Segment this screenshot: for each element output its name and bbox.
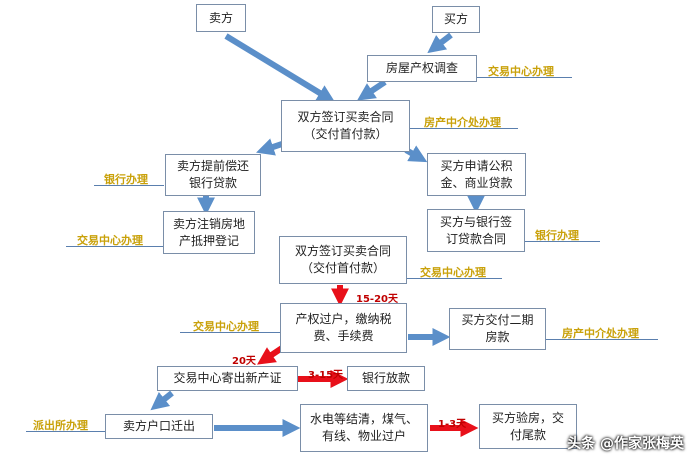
annotation-underline bbox=[180, 332, 280, 333]
node-bank-release: 银行放款 bbox=[347, 366, 425, 391]
annotation-trade-center-4: 交易中心办理 bbox=[193, 320, 259, 333]
node-new-cert: 交易中心寄出新产证 bbox=[157, 366, 298, 391]
node-seller: 卖方 bbox=[196, 4, 246, 32]
annotation-trade-center-3: 交易中心办理 bbox=[420, 266, 486, 279]
node-utilities: 水电等结清，煤气、 有线、物业过户 bbox=[300, 404, 428, 452]
duration-contract-to-transfer: 15-20天 bbox=[356, 294, 398, 305]
annotation-underline bbox=[477, 77, 572, 78]
node-hukou-out: 卖方户口迁出 bbox=[105, 414, 213, 439]
node-second-payment: 买方交付二期 房款 bbox=[449, 308, 546, 350]
duration-utilities-to-inspection: 1-3天 bbox=[438, 419, 467, 430]
annotation-underline bbox=[410, 128, 518, 129]
duration-transfer-to-cert: 20天 bbox=[232, 356, 256, 367]
node-buyer-apply-loan: 买方申请公积 金、商业贷款 bbox=[427, 153, 526, 196]
annotation-police-station: 派出所办理 bbox=[33, 419, 88, 432]
annotation-underline bbox=[546, 339, 658, 340]
annotation-underline bbox=[407, 278, 502, 279]
annotation-trade-center-2: 交易中心办理 bbox=[77, 234, 143, 247]
annotation-agency-2: 房产中介处办理 bbox=[562, 327, 639, 340]
watermark: 头条 @作家张梅英 bbox=[567, 436, 684, 452]
annotation-underline bbox=[525, 241, 600, 242]
arrow-cert-to-hukou bbox=[150, 390, 174, 411]
arrow-buyer-to-check bbox=[427, 32, 453, 54]
annotation-underline bbox=[94, 185, 164, 186]
annotation-underline bbox=[66, 246, 163, 247]
node-contract-1: 双方签订买卖合同 （交付首付款） bbox=[281, 100, 410, 152]
node-transfer: 产权过户，缴纳税 费、手续费 bbox=[280, 303, 407, 353]
duration-cert-to-bank: 3-15天 bbox=[308, 370, 344, 381]
node-property-check: 房屋产权调查 bbox=[367, 55, 477, 82]
node-bank-contract: 买方与银行签 订贷款合同 bbox=[427, 209, 525, 252]
annotation-bank-2: 银行办理 bbox=[535, 229, 579, 242]
arrow-red-transfer-to-cert bbox=[257, 345, 284, 365]
annotation-underline bbox=[26, 431, 105, 432]
node-contract-2: 双方签订买卖合同 （交付首付款） bbox=[279, 236, 407, 284]
annotation-trade-center-1: 交易中心办理 bbox=[488, 65, 554, 78]
node-inspection: 买方验房，交 付尾款 bbox=[479, 404, 577, 449]
node-buyer: 买方 bbox=[432, 6, 480, 33]
node-cancel-mortgage: 卖方注销房地 产抵押登记 bbox=[163, 211, 255, 254]
arrow-check-to-contract bbox=[357, 79, 387, 101]
annotation-agency-1: 房产中介处办理 bbox=[424, 116, 501, 129]
annotation-bank-1: 银行办理 bbox=[104, 173, 148, 186]
arrow-seller-to-contract bbox=[224, 33, 336, 103]
node-seller-repay: 卖方提前偿还 银行贷款 bbox=[165, 154, 261, 196]
arrow-contract-to-repay bbox=[256, 138, 283, 156]
